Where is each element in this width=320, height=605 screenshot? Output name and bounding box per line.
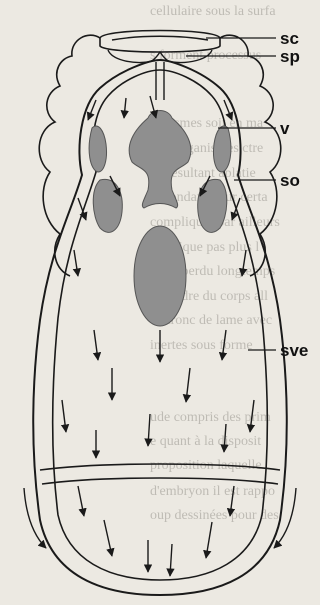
central-oval [134,226,186,326]
outer-curved-arrows [24,488,296,548]
v-structure-left [89,126,106,172]
median-structure-upper [129,111,191,209]
so-somite-right [198,179,227,232]
top-cap [100,31,220,53]
label-sve: sve [280,341,308,360]
transverse-band [40,464,280,484]
so-somite-left [93,179,122,232]
label-sc: sc [280,29,299,48]
neural-groove [156,62,164,100]
v-structure-right [213,126,230,172]
label-so: so [280,171,300,190]
sc-groove [112,36,208,40]
label-v: v [280,119,290,138]
label-sp: sp [280,47,300,66]
